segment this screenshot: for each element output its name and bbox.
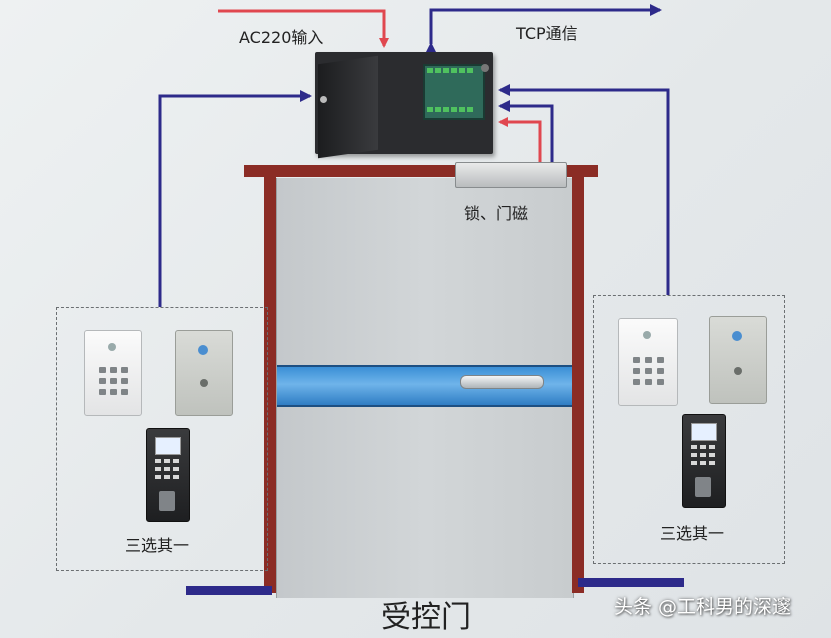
reader-group-right [593, 295, 785, 564]
floor-line-left [186, 586, 272, 595]
power-input-wire [218, 9, 389, 48]
controller-board [423, 64, 485, 120]
tcp-label: TCP通信 [516, 24, 578, 43]
card-reader-icon [709, 316, 767, 404]
keypad-reader-icon [618, 318, 678, 406]
magnetic-lock-icon [455, 162, 567, 188]
watermark: 头条 @工科男的深邃 [614, 596, 792, 618]
fingerprint-terminal-icon [682, 414, 726, 508]
lock-magnet-label: 锁、门磁 [464, 204, 529, 223]
tcp-wire [425, 4, 662, 54]
door-frame-right [572, 165, 584, 593]
lock-power-wire [498, 117, 542, 162]
door-handle-icon[interactable] [460, 375, 544, 389]
controller-lock-icon [320, 96, 327, 103]
card-reader-icon [175, 330, 233, 416]
fingerprint-terminal-icon [146, 428, 190, 522]
lock-signal-wire [498, 100, 554, 162]
power-input-label: AC220输入 [239, 28, 324, 47]
keypad-reader-icon [84, 330, 142, 416]
controller-indicator-icon [481, 64, 489, 72]
door-title: 受控门 [381, 600, 471, 635]
reader-right-label: 三选其一 [660, 524, 725, 543]
right-reader-wire [498, 84, 670, 295]
floor-line-right [578, 578, 684, 587]
controller-door [318, 55, 378, 159]
left-reader-wire [158, 90, 312, 307]
reader-left-label: 三选其一 [125, 536, 190, 555]
reader-group-left [56, 307, 268, 571]
